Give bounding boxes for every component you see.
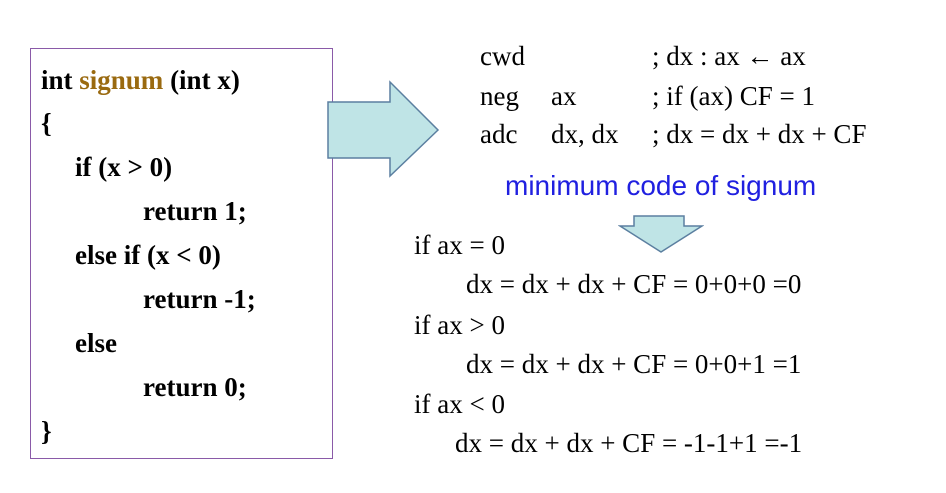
caption-minimum-code: minimum code of signum [505, 170, 817, 201]
code-line-return-neg1: return -1; [143, 284, 256, 314]
code-line-return-1: return 1; [143, 196, 247, 226]
code-line-if: if (x > 0) [75, 152, 173, 182]
analysis-case-positive: if ax > 0 [414, 310, 505, 340]
asm-comment-neg: ; if (ax) CF = 1 [652, 81, 815, 111]
down-arrow-icon [618, 215, 704, 253]
asm-args-neg: ax [551, 81, 577, 111]
asm-args-adc: dx, dx [551, 119, 619, 149]
code-line-else-if: else if (x < 0) [75, 240, 221, 270]
right-arrow-icon [327, 80, 440, 178]
asm-op-cwd: cwd [480, 41, 525, 71]
analysis-result-positive: dx = dx + dx + CF = 0+0+1 =1 [466, 349, 802, 379]
asm-op-neg: neg [480, 81, 519, 111]
code-line-close-brace: } [41, 416, 52, 446]
asm-comment-adc: ; dx = dx + dx + CF [652, 119, 867, 149]
code-line-open-brace: { [41, 108, 52, 138]
code-line-return-0: return 0; [143, 372, 247, 402]
code-function-name: signum [79, 65, 164, 95]
c-code-box [30, 48, 333, 459]
analysis-result-negative: dx = dx + dx + CF = -1-1+1 =-1 [455, 428, 803, 458]
analysis-case-negative: if ax < 0 [414, 389, 505, 419]
code-line-else: else [75, 328, 117, 358]
code-params: (int x) [163, 65, 240, 95]
analysis-result-zero: dx = dx + dx + CF = 0+0+0 =0 [466, 269, 802, 299]
code-line-signature: int signum (int x) [41, 64, 240, 96]
asm-op-adc: adc [480, 119, 518, 149]
asm-comment-cwd: ; dx : ax ← ax [652, 41, 806, 71]
code-keyword-int: int [41, 65, 80, 95]
analysis-case-zero: if ax = 0 [414, 230, 505, 260]
